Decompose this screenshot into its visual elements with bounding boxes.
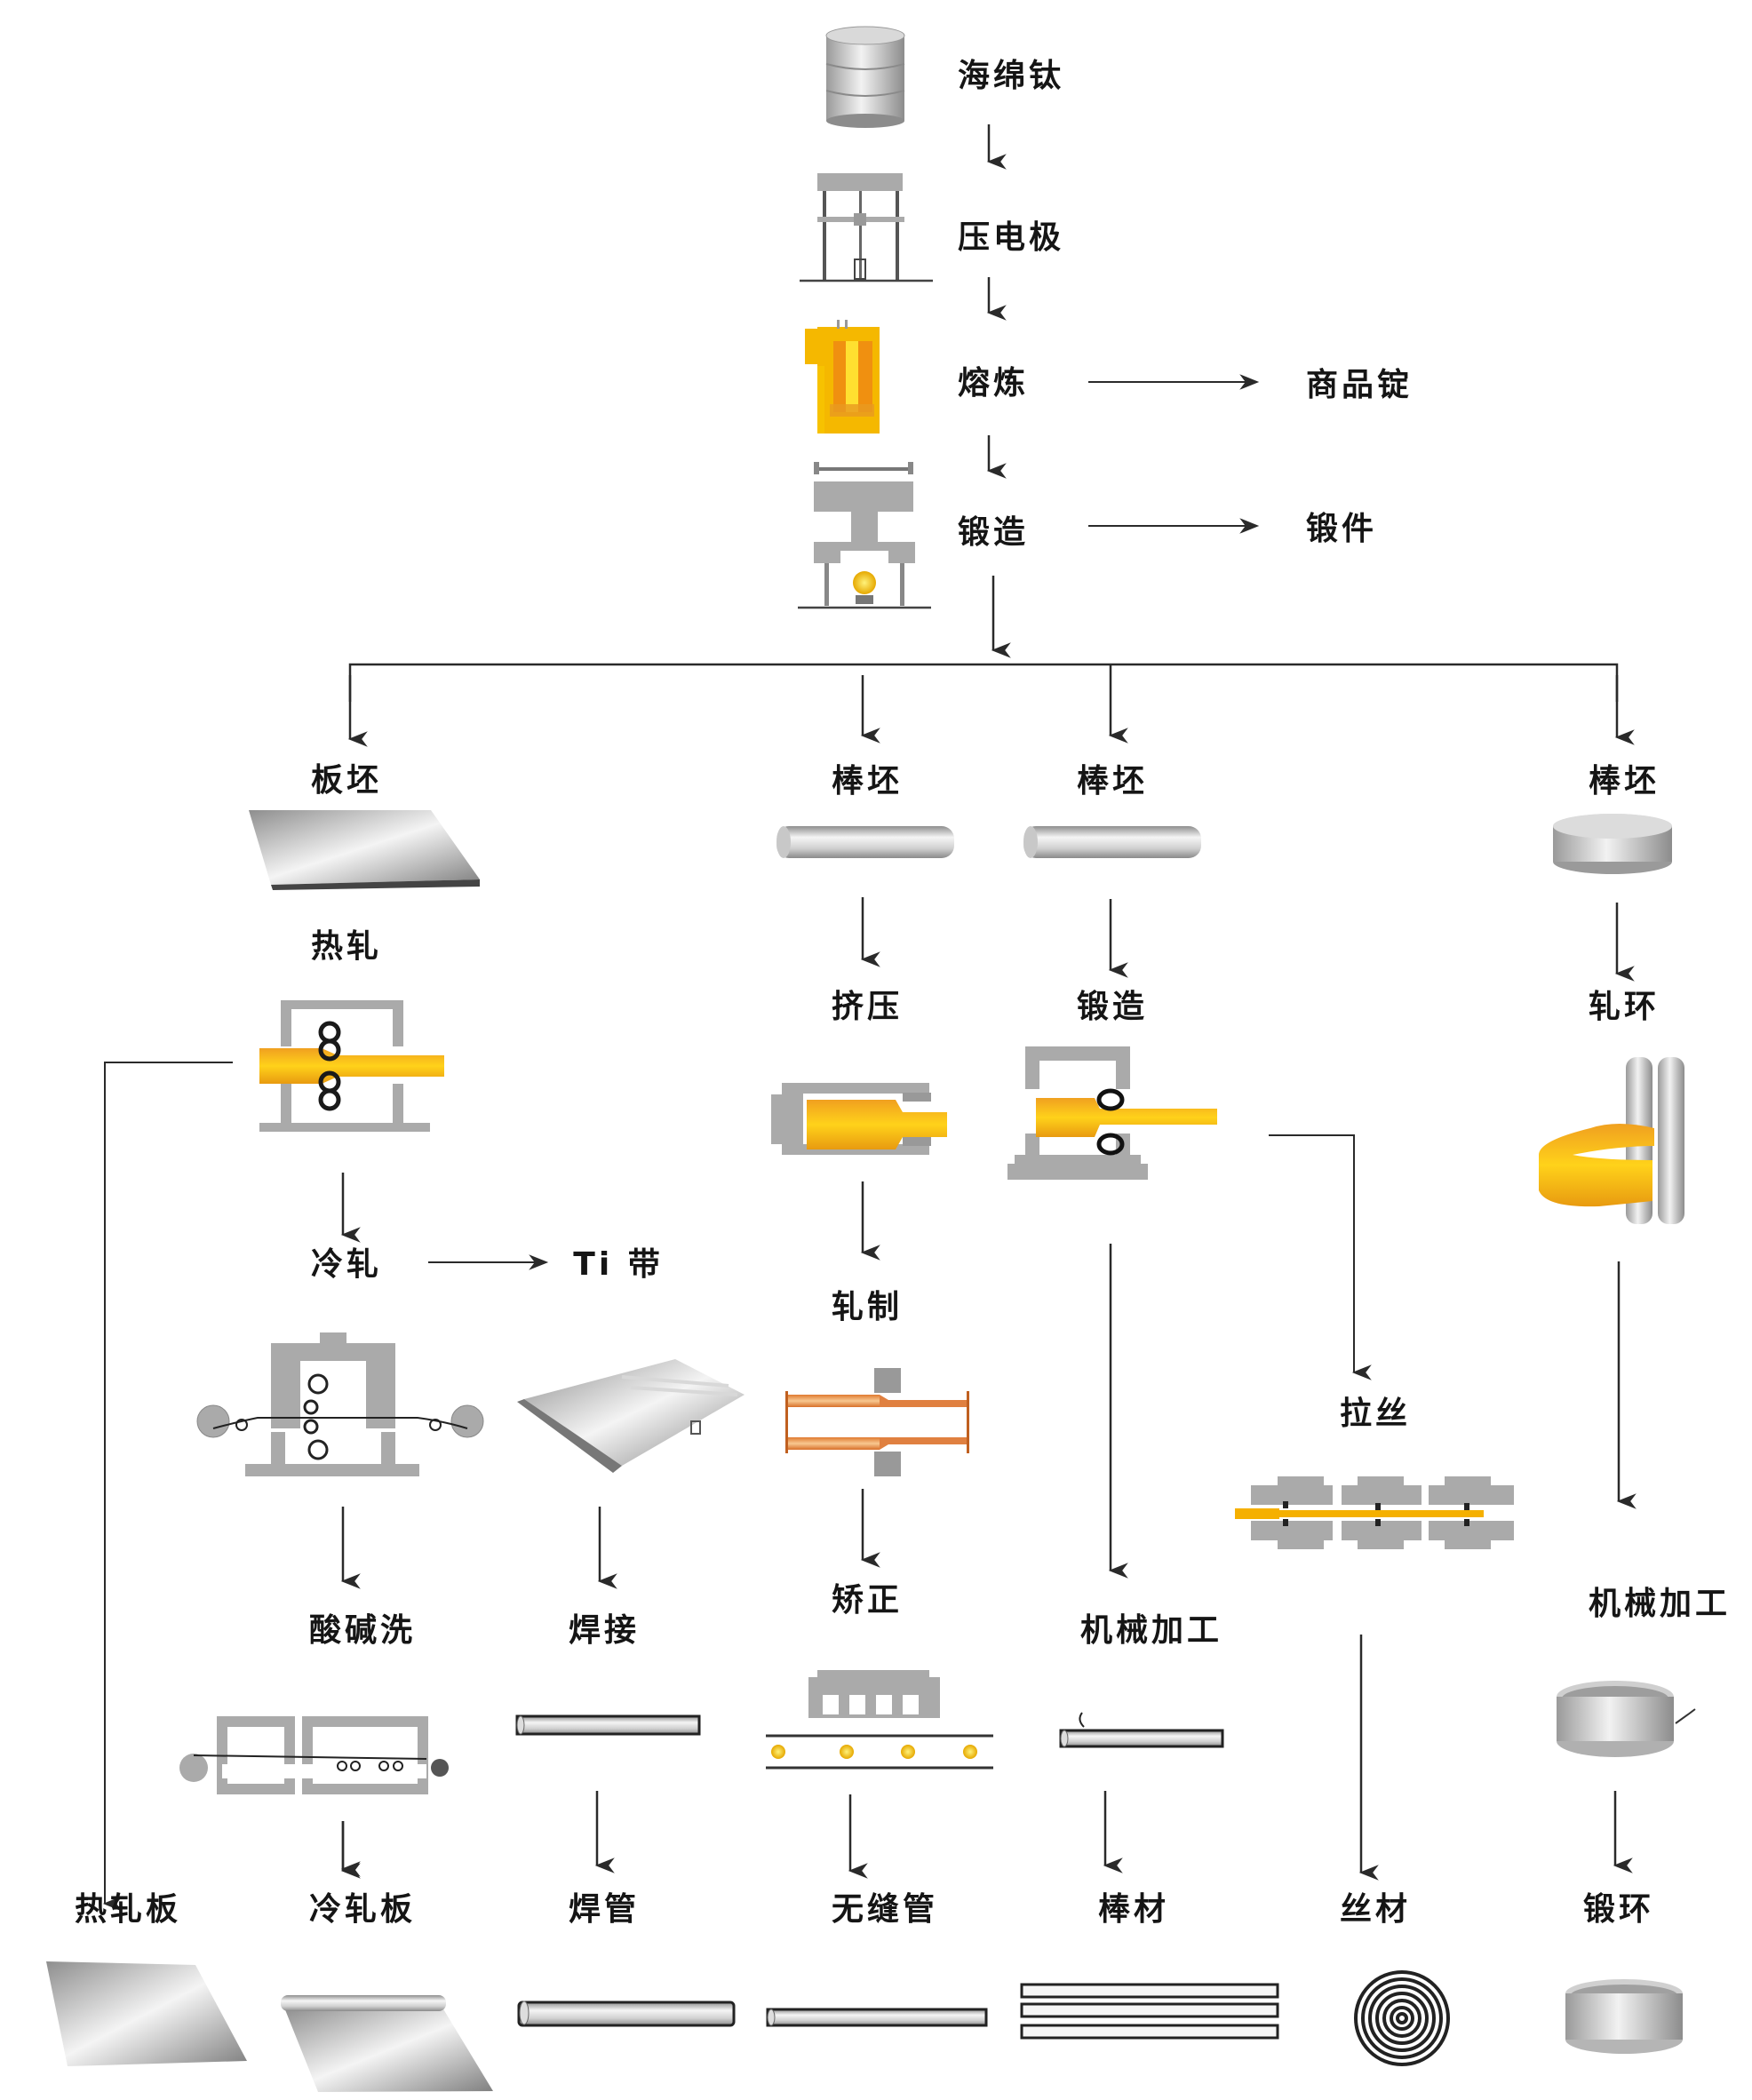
forged-ring-product-icon xyxy=(1565,1979,1683,2054)
ring-rolling-icon xyxy=(1539,1057,1684,1224)
pipe-rolling-icon xyxy=(785,1368,969,1476)
label-ring-machining: 机械加工 xyxy=(1588,1586,1732,1622)
product-cold-rolled-plate: 冷轧板 xyxy=(308,1891,417,1928)
slab-billet-icon xyxy=(249,810,480,890)
label-forging: 锻造 xyxy=(958,514,1030,551)
label-pickling: 酸碱洗 xyxy=(308,1612,417,1649)
cold-rolling-mill-icon xyxy=(196,1332,484,1476)
product-seamless-pipe: 无缝管 xyxy=(831,1891,939,1928)
seamless-pipe-product-icon xyxy=(766,2008,988,2027)
label-disc-billet: 棒坯 xyxy=(1588,763,1660,799)
wire-drawing-icon xyxy=(1235,1476,1514,1549)
product-wire: 丝材 xyxy=(1339,1891,1412,1928)
welded-pipe-product-icon xyxy=(517,2001,736,2027)
machined-ring-icon xyxy=(1557,1681,1696,1757)
bar-forging-icon xyxy=(1007,1046,1217,1180)
label-straightening: 矫正 xyxy=(831,1582,904,1619)
forging-press-icon xyxy=(798,462,931,609)
product-hot-rolled-plate: 热轧板 xyxy=(74,1891,182,1928)
label-welding: 焊接 xyxy=(568,1612,641,1649)
cold-rolled-plate-product-icon xyxy=(281,1995,493,2092)
hot-rolling-mill-icon xyxy=(259,1000,444,1132)
label-ti-strip: Ti 带 xyxy=(573,1246,664,1283)
label-commercial-ingot: 商品锭 xyxy=(1306,367,1414,403)
label-wire-drawing: 拉丝 xyxy=(1339,1396,1412,1432)
electrode-press-icon xyxy=(800,173,933,282)
label-round-billet: 棒坯 xyxy=(831,763,904,799)
label-extrusion: 挤压 xyxy=(831,989,904,1025)
sponge-titanium-icon xyxy=(825,26,905,128)
product-welded-pipe: 焊管 xyxy=(568,1891,641,1928)
label-sponge-titanium: 海绵钛 xyxy=(958,58,1065,94)
hot-rolled-plate-product-icon xyxy=(46,1961,247,2066)
smelting-furnace-icon xyxy=(805,320,880,434)
machined-bar-icon xyxy=(1059,1712,1224,1748)
product-forged-ring: 锻环 xyxy=(1582,1891,1655,1928)
label-smelting: 熔炼 xyxy=(958,365,1030,402)
wire-coil-product-icon xyxy=(1354,1970,1450,2066)
label-bar-machining: 机械加工 xyxy=(1079,1612,1223,1649)
label-ring-rolling: 轧环 xyxy=(1588,989,1660,1025)
disc-billet-icon xyxy=(1553,814,1672,874)
product-bar-stock: 棒材 xyxy=(1097,1891,1170,1928)
flow-connector xyxy=(102,1062,233,1912)
ti-strip-sheet-icon xyxy=(517,1359,745,1473)
round-billet-icon-2 xyxy=(1023,826,1201,858)
bar-stock-product-icon xyxy=(1020,1983,1279,2040)
label-press-electrode: 压电极 xyxy=(958,219,1065,256)
label-rolling: 轧制 xyxy=(831,1289,904,1325)
label-forgings: 锻件 xyxy=(1306,511,1378,547)
extrusion-press-icon xyxy=(771,1083,947,1155)
flow-connector xyxy=(1269,1134,1372,1380)
label-round-billet-2: 棒坯 xyxy=(1076,763,1149,799)
label-hot-rolling: 热轧 xyxy=(310,928,383,965)
branch-connector xyxy=(348,663,1619,702)
label-slab-billet: 板坯 xyxy=(310,762,383,799)
welding-pipe-icon xyxy=(515,1714,701,1736)
label-bar-forging: 锻造 xyxy=(1076,989,1149,1025)
straightening-machine-icon xyxy=(766,1670,993,1770)
round-billet-icon xyxy=(776,826,954,858)
label-cold-rolling: 冷轧 xyxy=(310,1246,383,1283)
pickling-line-icon xyxy=(179,1716,449,1794)
